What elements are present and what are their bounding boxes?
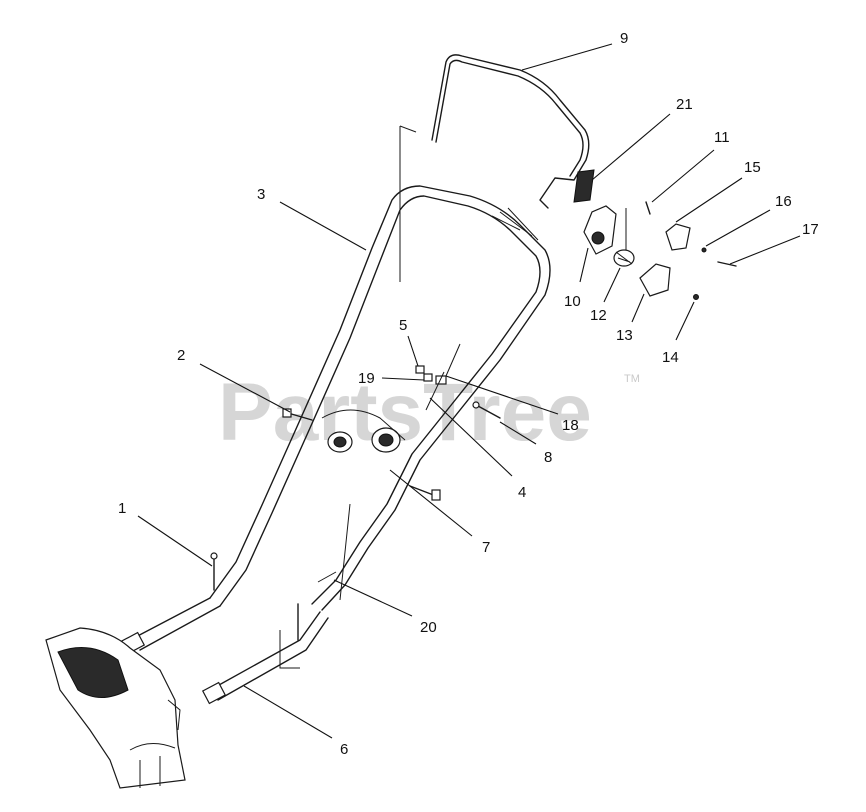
upper-handle <box>209 125 551 611</box>
mower-deck <box>45 627 186 789</box>
callout-10: 10 <box>564 293 581 310</box>
callout-9: 9 <box>620 30 628 47</box>
callout-1: 1 <box>118 500 126 517</box>
callout-15: 15 <box>744 159 761 176</box>
callout-7: 7 <box>482 539 490 556</box>
leader-16 <box>705 209 771 247</box>
leader-3 <box>279 201 367 251</box>
leader-6 <box>243 685 333 739</box>
control-assembly <box>573 169 737 300</box>
leader-1 <box>137 515 213 567</box>
leader-2 <box>199 363 291 413</box>
watermark: PartsTree TM <box>218 367 640 458</box>
watermark-text: PartsTree <box>218 367 592 458</box>
leader-21 <box>591 113 671 181</box>
callout-11: 11 <box>714 129 730 146</box>
leader-17 <box>729 235 801 265</box>
leader-18 <box>445 375 559 415</box>
lower-handle <box>120 597 329 705</box>
watermark-tm: TM <box>624 373 640 385</box>
callout-18: 18 <box>562 417 579 434</box>
callout-19: 19 <box>358 370 375 387</box>
leader-4 <box>429 397 513 477</box>
leader-lines <box>137 43 801 739</box>
leader-13 <box>631 293 645 323</box>
leader-5 <box>407 335 419 367</box>
callout-4: 4 <box>518 484 526 501</box>
leader-12 <box>603 267 621 303</box>
callout-labels: 1 2 3 4 5 6 7 8 9 10 11 12 13 14 15 16 1… <box>118 30 819 758</box>
callout-21: 21 <box>676 96 693 113</box>
leader-8 <box>499 421 537 445</box>
callout-13: 13 <box>616 327 633 344</box>
callout-3: 3 <box>257 186 265 203</box>
callout-5: 5 <box>399 317 407 334</box>
callout-14: 14 <box>662 349 679 366</box>
bail-rod <box>431 54 590 209</box>
callout-17: 17 <box>802 221 819 238</box>
leader-10 <box>579 247 589 283</box>
callout-8: 8 <box>544 449 552 466</box>
leader-7 <box>389 469 473 537</box>
callout-6: 6 <box>340 741 348 758</box>
callout-2: 2 <box>177 347 185 364</box>
leader-14 <box>675 301 695 341</box>
hardware <box>210 343 501 641</box>
leader-11 <box>651 149 715 203</box>
leader-19 <box>381 377 425 381</box>
callout-12: 12 <box>590 307 607 324</box>
leader-15 <box>675 177 743 223</box>
callout-20: 20 <box>420 619 437 636</box>
callout-16: 16 <box>775 193 792 210</box>
leader-9 <box>521 43 613 71</box>
leader-20 <box>333 579 413 617</box>
